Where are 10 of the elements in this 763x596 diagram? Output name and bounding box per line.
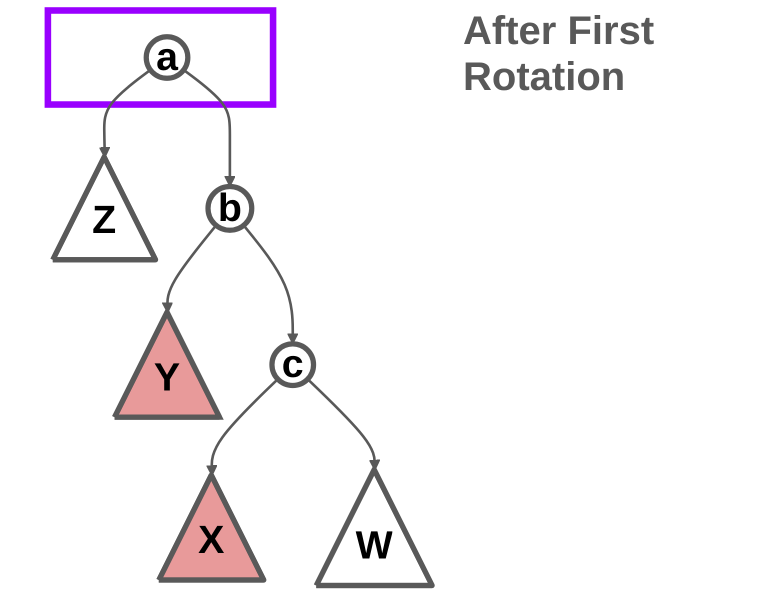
arrow: [98, 68, 152, 158]
node-circle: a: [144, 34, 190, 81]
arrow: [206, 378, 279, 476]
arrow: [242, 224, 299, 344]
arrow: [162, 224, 218, 314]
node-circle: b: [205, 184, 254, 233]
arrow: [306, 378, 380, 471]
diagram-title: After First Rotation: [463, 8, 656, 100]
cluster: [44, 7, 276, 108]
node-circle: c: [269, 341, 316, 388]
